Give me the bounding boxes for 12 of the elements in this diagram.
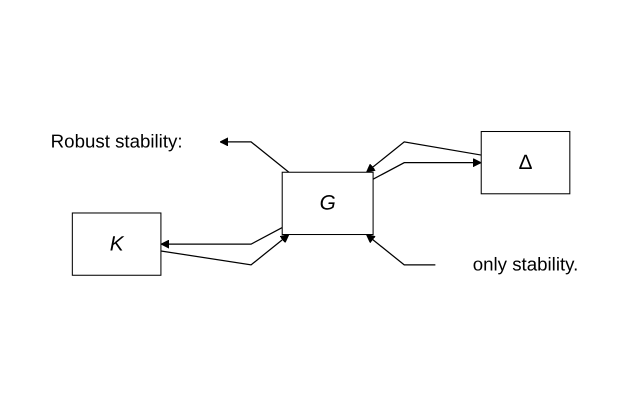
block-diagram: Δ Robust stability: G only stability. K xyxy=(5,104,624,303)
arrow xyxy=(160,227,282,249)
arrow xyxy=(366,234,436,266)
node-box xyxy=(72,212,162,276)
arrow xyxy=(366,141,482,173)
arrow xyxy=(160,234,290,266)
node-box xyxy=(282,172,374,236)
node-text: Robust stability: xyxy=(50,131,183,152)
node-box xyxy=(480,131,570,194)
node-text: only stability. xyxy=(472,254,578,275)
arrow xyxy=(372,158,482,180)
arrow xyxy=(220,137,290,173)
